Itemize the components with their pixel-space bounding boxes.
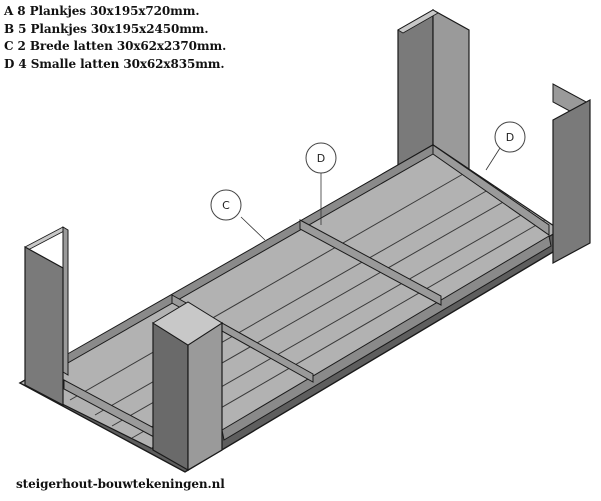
callout-c-label: C	[222, 199, 230, 212]
leg-front-left	[24, 226, 69, 406]
parts-list-item-b: B 5 Plankjes 30x195x2450mm.	[4, 21, 209, 36]
callout-d-right: D	[485, 121, 526, 171]
parts-list-item-c: C 2 Brede latten 30x62x2370mm.	[4, 39, 227, 53]
callout-d-right-label: D	[506, 131, 514, 144]
callout-c: C	[210, 189, 266, 241]
tabletop	[18, 144, 575, 473]
parts-list-item-a: A 8 Plankjes 30x195x720mm.	[4, 4, 200, 18]
leg-far-right	[552, 83, 591, 265]
callout-d-center: D	[305, 142, 337, 225]
website-footer: steigerhout-bouwtekeningen.nl	[16, 477, 225, 491]
parts-list-item-d: D 4 Smalle latten 30x62x835mm.	[4, 56, 225, 71]
leg-back-right	[397, 8, 470, 177]
leg-front-right	[152, 301, 223, 472]
callout-d-center-label: D	[317, 152, 325, 165]
parts-list: A 8 Plankjes 30x195x720mm. B 5 Plankjes …	[4, 3, 226, 73]
